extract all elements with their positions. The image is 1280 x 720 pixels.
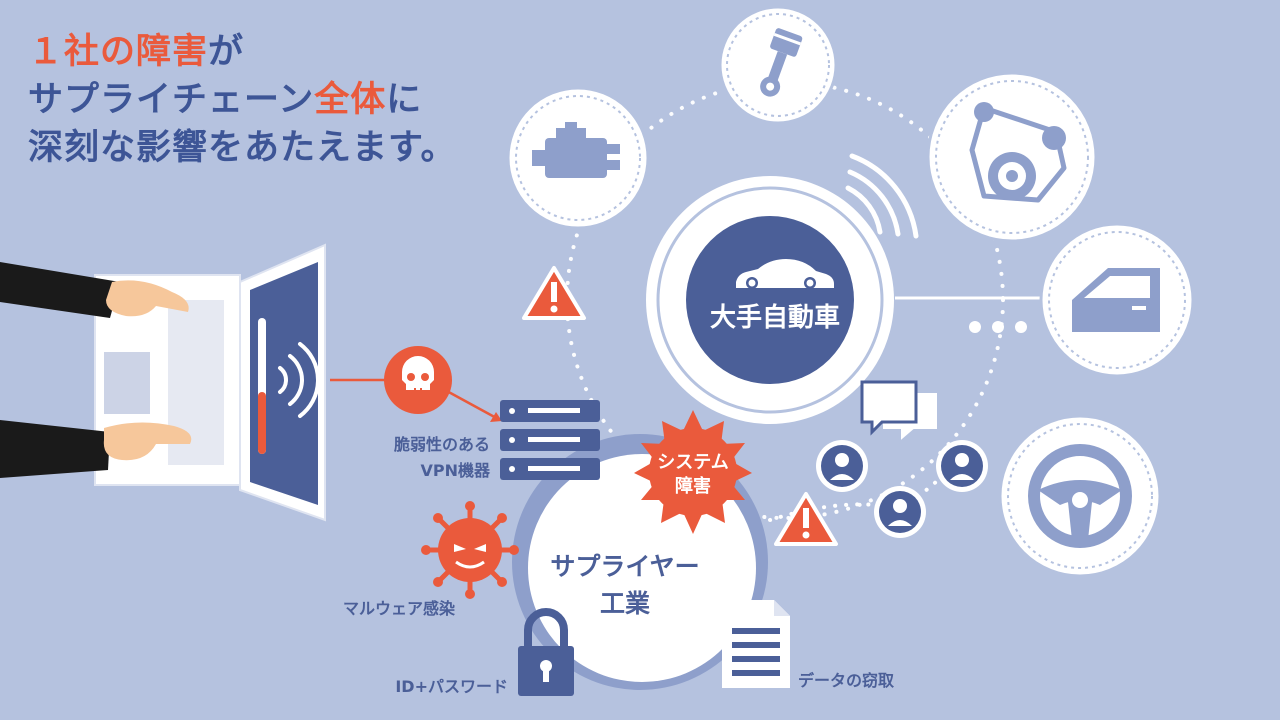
vpn-label-line2: VPN機器 (420, 461, 491, 480)
malware-label: マルウェア感染 (343, 599, 456, 618)
piston-icon (760, 28, 803, 97)
wifi-icon (278, 342, 320, 418)
headline-line-2: サプライチェーン全体に (28, 76, 457, 124)
headline: １社の障害が サプライチェーン全体に 深刻な影響をあたえます。 (28, 28, 457, 172)
headline-text: サプライチェーン (28, 80, 315, 120)
system-failure-burst: システム 障害 (634, 410, 752, 534)
headline-line-3: 深刻な影響をあたえます。 (28, 128, 457, 168)
person-icon (936, 440, 988, 492)
password-label: ID+パスワード (395, 677, 508, 696)
document-icon (722, 600, 790, 688)
car-door-icon (1072, 268, 1160, 332)
headline-line-1: １社の障害が (28, 28, 457, 76)
headline-highlight-whole: 全体 (314, 80, 387, 120)
warning-icon (774, 492, 838, 546)
supplier-label-line1: サプライヤー (550, 552, 699, 581)
headline-text: に (386, 80, 423, 120)
center-inner-ring (656, 186, 884, 414)
warning-icon (522, 266, 586, 320)
person-icon (816, 440, 868, 492)
car-icon (736, 259, 834, 289)
more-dots (969, 321, 1027, 333)
hands-icon (0, 262, 192, 478)
attack-line (444, 388, 501, 422)
chat-bubble-icon (860, 380, 939, 445)
belt-pulley-icon (969, 102, 1067, 203)
signal-icon (845, 153, 919, 239)
data-theft-label: データの窃取 (798, 671, 894, 690)
supplier-label-line2: 工業 (600, 589, 650, 618)
server-icon (500, 400, 600, 480)
vpn-label-line1: 脆弱性のある (394, 435, 490, 454)
system-failure-line1: システム (657, 452, 728, 473)
laptop-icon (94, 243, 326, 522)
headline-text: が (208, 32, 245, 72)
engine-icon (532, 122, 620, 178)
steering-wheel-icon (1028, 444, 1132, 548)
center-label: 大手自動車 (710, 302, 840, 333)
padlock-icon (518, 608, 574, 696)
system-failure-line2: 障害 (675, 475, 711, 497)
skull-icon (384, 346, 452, 414)
headline-highlight-one-company: １社の障害 (28, 32, 209, 72)
center-core (686, 216, 854, 384)
virus-icon (421, 501, 519, 599)
person-icon (874, 486, 926, 538)
